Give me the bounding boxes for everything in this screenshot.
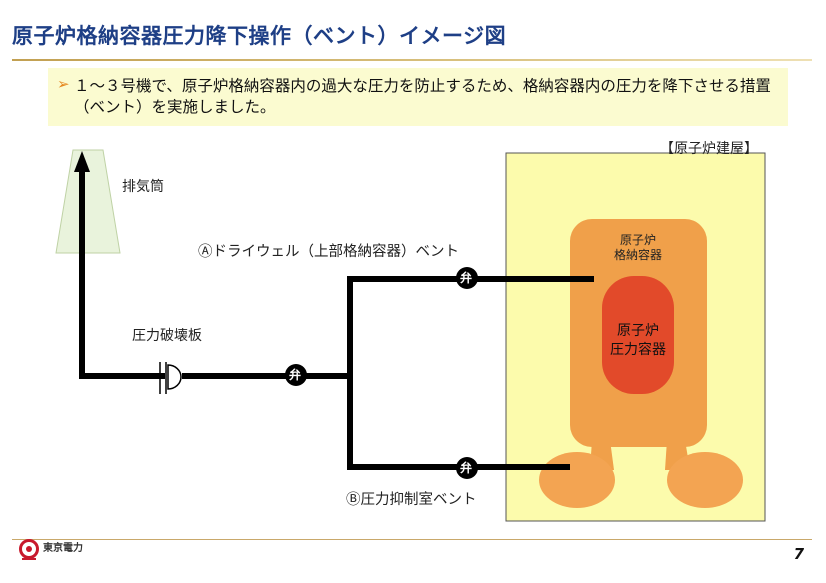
wetwell-vent-label: Ⓑ圧力抑制室ベント (346, 492, 477, 508)
page-number: 7 (793, 545, 804, 563)
footer-divider (12, 539, 812, 540)
valve-wetwell-label: 弁 (460, 461, 473, 475)
flow-arrow-icon (74, 151, 90, 172)
rupture-disc-label: 圧力破壊板 (132, 328, 202, 344)
exhaust-stack (55, 149, 121, 254)
valve-main (285, 364, 307, 386)
page-title: 原子炉格納容器圧力降下操作（ベント）イメージ図 (12, 24, 507, 48)
summary-text: １～３号機で、原子炉格納容器内の過大な圧力を防止するため、格納容器内の圧力を降下… (74, 77, 771, 116)
rupture-disc (159, 362, 182, 394)
pressure-vessel (602, 276, 674, 394)
valve-drywell-label: 弁 (460, 271, 473, 285)
rpv-label: 原子炉 圧力容器 (610, 323, 666, 358)
valve-main-label: 弁 (289, 368, 302, 382)
drywell-vent-label: Ⓐドライウェル（上部格納容器）ベント (198, 244, 459, 260)
valve-drywell (456, 267, 478, 289)
valve-wetwell (456, 457, 478, 479)
pcv-label: 原子炉 格納容器 (613, 233, 662, 262)
company-name: 東京電力 (43, 543, 83, 554)
suppression-chamber-left (539, 452, 615, 508)
title-divider (12, 59, 812, 61)
company-logo-icon (19, 539, 39, 560)
bullet-arrow-icon: ➢ (57, 75, 70, 93)
building-label: 【原子炉建屋】 (660, 141, 758, 157)
stack-label: 排気筒 (122, 179, 164, 195)
summary-box (48, 68, 788, 126)
suppression-chamber-right (667, 452, 743, 508)
